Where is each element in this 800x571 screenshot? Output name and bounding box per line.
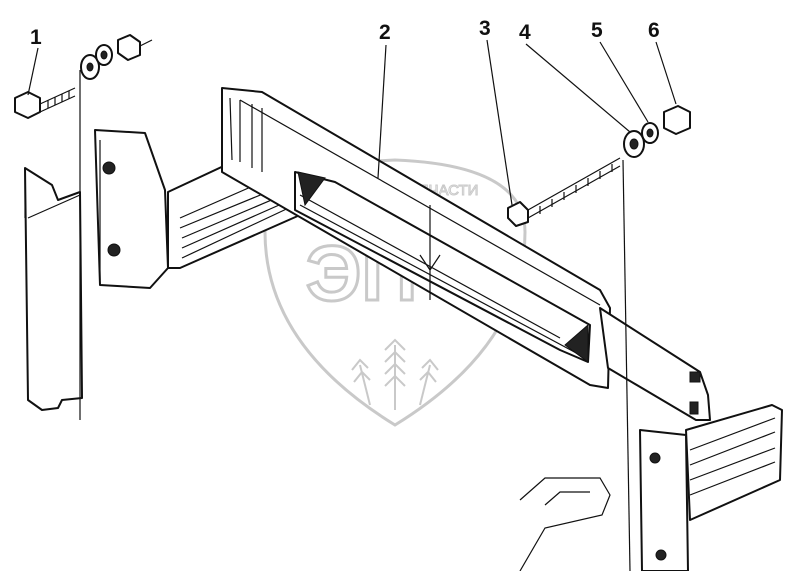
left-nut <box>117 34 141 61</box>
left-plate-hole-top <box>102 161 116 175</box>
left-bolt-head <box>14 91 41 119</box>
leader-4 <box>525 43 631 133</box>
leader-6 <box>655 41 677 105</box>
callout-1: 1 <box>30 26 42 49</box>
right-small-hole-top <box>689 371 701 383</box>
left-plate-hole-bottom <box>107 243 121 257</box>
leader-1 <box>27 47 39 96</box>
right-assembly-line <box>622 159 631 571</box>
callout-3: 3 <box>479 17 491 40</box>
right-fastener-set <box>419 105 691 571</box>
callout-labels: 1 2 3 4 5 6 <box>30 17 660 49</box>
left-post <box>24 167 83 411</box>
callout-4: 4 <box>519 21 531 44</box>
slot-end-wedge <box>564 323 589 363</box>
right-nut <box>663 105 691 135</box>
leader-3 <box>486 39 513 206</box>
right-bolt-head <box>507 201 529 227</box>
callout-6: 6 <box>648 19 660 42</box>
right-bracket <box>519 307 783 571</box>
right-mounting-plate <box>639 429 689 571</box>
callout-2: 2 <box>379 21 391 44</box>
leader-5 <box>599 41 649 123</box>
beam-arm-right <box>685 404 783 521</box>
slot-start-wedge <box>297 171 326 207</box>
right-small-hole-bottom <box>689 401 699 415</box>
right-plate-hole-top <box>649 452 661 464</box>
right-plate-hole-bottom <box>655 549 667 561</box>
slotted-plate <box>221 87 611 389</box>
leader-2 <box>377 44 387 179</box>
leader-lines <box>27 39 677 206</box>
wheat-icon <box>351 338 439 410</box>
callout-5: 5 <box>591 19 603 42</box>
left-bracket <box>24 129 169 411</box>
left-fastener-set <box>14 34 153 420</box>
left-mounting-plate <box>94 129 169 289</box>
